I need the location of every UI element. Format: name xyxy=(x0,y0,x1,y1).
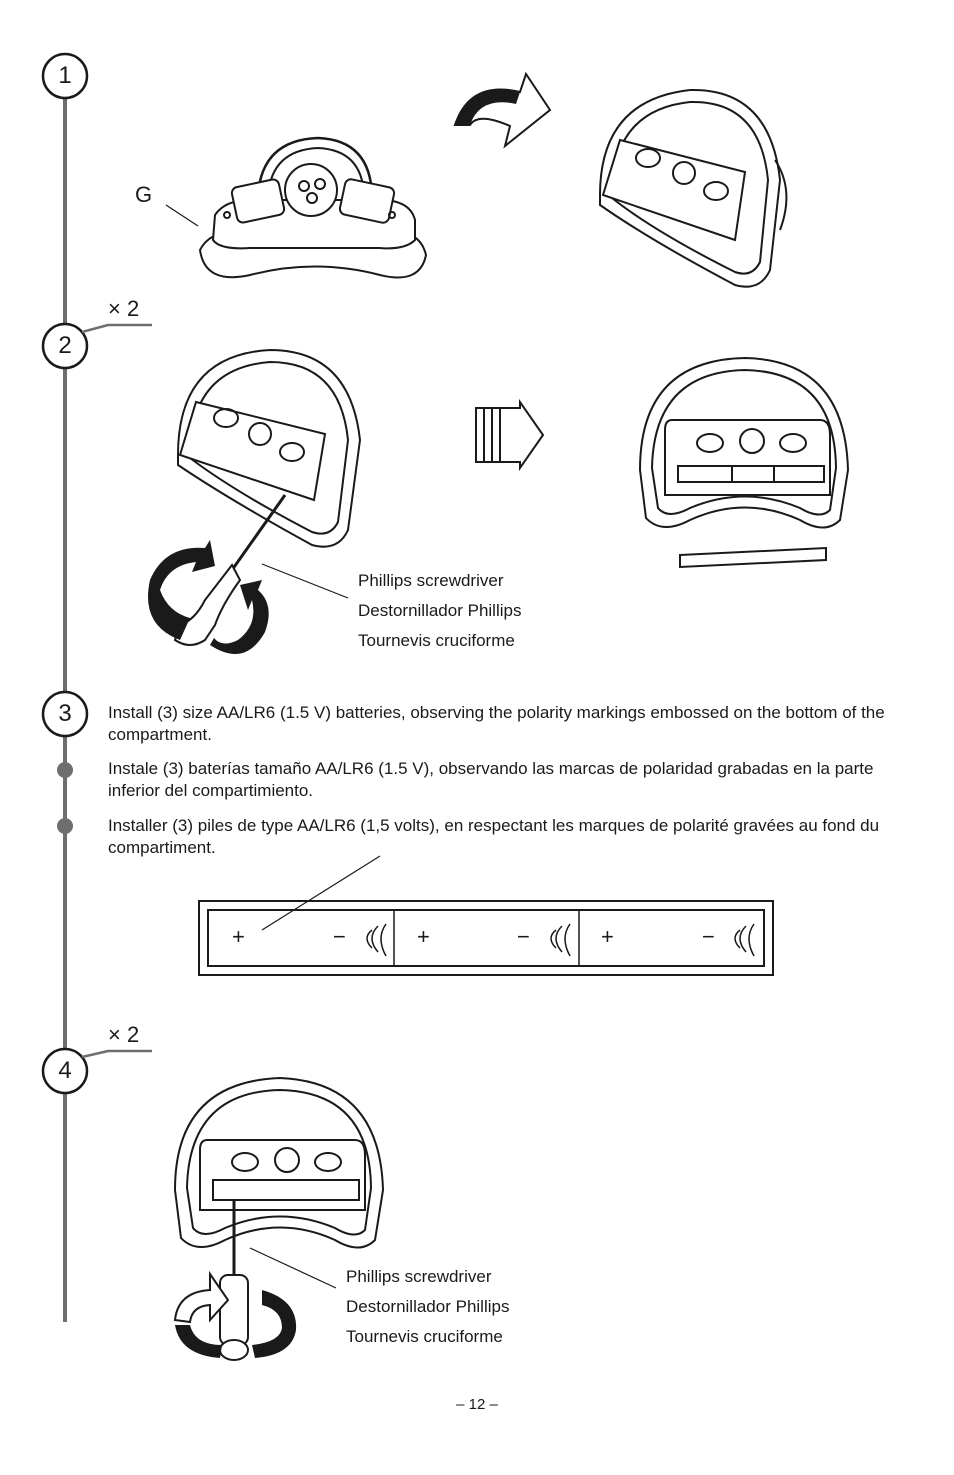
battery-1-plus: + xyxy=(232,924,245,949)
rotate-arrows-step2 xyxy=(148,540,269,654)
battery-1-minus: − xyxy=(333,924,346,949)
battery-compartment xyxy=(198,900,774,976)
step-number-2: 2 xyxy=(58,332,72,359)
caption-line-en: Phillips screwdriver xyxy=(358,571,504,590)
step-4-circle xyxy=(41,1047,89,1095)
step-1-circle xyxy=(41,52,89,100)
page-number: – 12 – xyxy=(456,1396,498,1413)
steering-unit-back-closing xyxy=(173,1076,385,1361)
step-number-1: 1 xyxy=(58,62,72,89)
step-number-4: 4 xyxy=(58,1057,72,1084)
step-2-multiplier: × 2 xyxy=(108,296,140,321)
screwdriver-leader-2 xyxy=(261,563,349,599)
tool-caption-step4: Phillips screwdriver Destornillador Phil… xyxy=(346,1262,509,1352)
caption-line-fr: Tournevis cruciforme xyxy=(346,1327,503,1346)
steering-unit-back-tilted xyxy=(599,88,788,288)
part-label-g: G xyxy=(135,182,153,207)
step-number-3: 3 xyxy=(58,700,72,727)
instruction-es: Instale (3) baterías tamaño AA/LR6 (1.5 … xyxy=(108,759,874,800)
polarity-leader xyxy=(261,855,381,931)
multiplier-leader-4 xyxy=(81,1049,152,1059)
multiplier-leader-2 xyxy=(81,323,152,334)
battery-2-minus: − xyxy=(517,924,530,949)
step-3-circle xyxy=(41,690,89,738)
steering-unit-back-unscrewing xyxy=(173,348,362,646)
step-4-multiplier: × 2 xyxy=(108,1022,140,1047)
part-g-leader xyxy=(165,204,199,227)
caption-line-fr: Tournevis cruciforme xyxy=(358,631,515,650)
bullet-dot xyxy=(57,818,73,834)
steering-unit-back-open xyxy=(638,356,850,569)
battery-3-minus: − xyxy=(702,924,715,949)
steering-unit-front xyxy=(198,136,428,279)
rotate-arrows-step4 xyxy=(173,1270,297,1358)
next-arrow xyxy=(475,398,545,472)
instruction-en: Install (3) size AA/LR6 (1.5 V) batterie… xyxy=(108,703,885,744)
instruction-fr: Installer (3) piles de type AA/LR6 (1,5 … xyxy=(108,816,880,857)
battery-3-plus: + xyxy=(601,924,614,949)
caption-line-es: Destornillador Phillips xyxy=(358,601,522,620)
caption-line-es: Destornillador Phillips xyxy=(346,1297,510,1316)
tool-caption-step2: Phillips screwdriver Destornillador Phil… xyxy=(358,566,521,656)
caption-line-en: Phillips screwdriver xyxy=(346,1267,492,1286)
screwdriver-leader-4 xyxy=(249,1247,337,1289)
bullet-dot xyxy=(57,762,73,778)
step-2-circle xyxy=(41,322,89,370)
battery-2-plus: + xyxy=(417,924,430,949)
